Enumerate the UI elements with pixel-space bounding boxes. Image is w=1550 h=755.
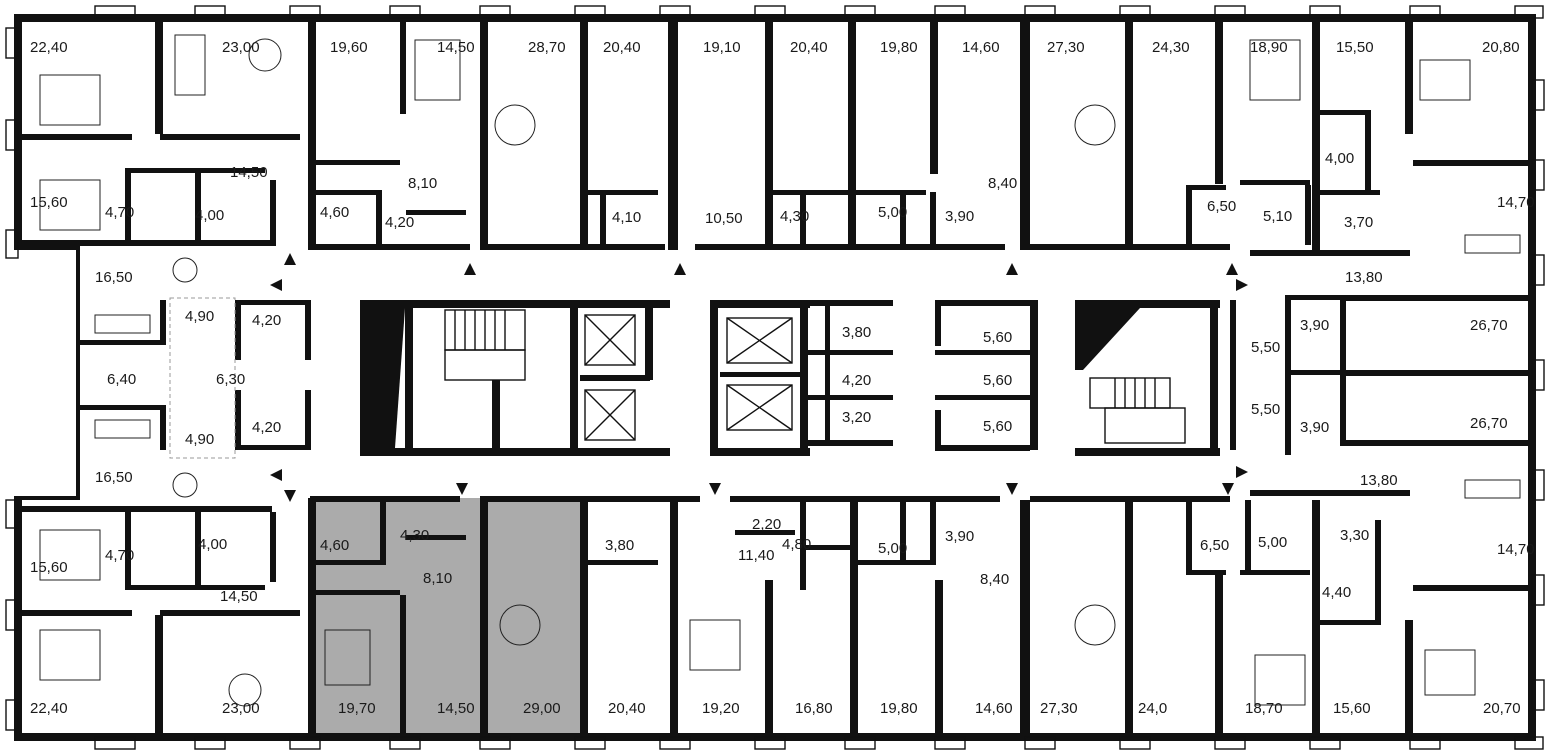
room-area-label: 14,50 — [230, 164, 268, 181]
room-area-label: 14,50 — [437, 39, 475, 56]
room-area-label: 3,90 — [1300, 317, 1329, 334]
room-area-label: 15,60 — [30, 559, 68, 576]
room-area-label: 14,50 — [437, 700, 475, 717]
room-area-label: 3,20 — [842, 409, 871, 426]
room-area-label: 23,00 — [222, 700, 260, 717]
room-area-label: 20,80 — [1482, 39, 1520, 56]
room-area-label: 4,70 — [105, 547, 134, 564]
room-area-label: 4,90 — [185, 308, 214, 325]
entrance-markers — [270, 253, 1248, 502]
room-area-label: 4,30 — [400, 527, 429, 544]
room-area-label: 11,40 — [738, 547, 774, 564]
room-area-label: 5,00 — [878, 540, 907, 557]
room-area-label: 3,80 — [842, 324, 871, 341]
room-area-label: 24,0 — [1138, 700, 1167, 717]
room-area-label: 2,20 — [752, 516, 781, 533]
room-area-label: 4,60 — [320, 537, 349, 554]
room-area-label: 18,70 — [1245, 700, 1283, 717]
room-area-label: 3,70 — [1344, 214, 1373, 231]
room-area-label: 14,60 — [962, 39, 1000, 56]
windows — [5, 5, 1545, 750]
room-area-label: 27,30 — [1047, 39, 1085, 56]
room-area-label: 5,10 — [1263, 208, 1292, 225]
room-area-label: 29,00 — [523, 700, 561, 717]
room-area-label: 20,70 — [1483, 700, 1521, 717]
room-area-label: 4,20 — [252, 419, 281, 436]
room-area-label: 3,30 — [1340, 527, 1369, 544]
room-area-label: 19,80 — [880, 39, 918, 56]
room-area-label: 16,80 — [795, 700, 833, 717]
furniture — [39, 34, 1521, 707]
core-fixtures — [368, 308, 1186, 448]
room-area-label: 6,40 — [107, 371, 136, 388]
room-area-label: 4,90 — [185, 431, 214, 448]
room-area-label: 20,40 — [608, 700, 646, 717]
room-area-label: 23,00 — [222, 39, 260, 56]
room-area-label: 4,20 — [842, 372, 871, 389]
room-area-label: 16,50 — [95, 269, 133, 286]
room-area-label: 3,90 — [1300, 419, 1329, 436]
room-area-label: 4,10 — [612, 209, 641, 226]
room-area-label: 5,50 — [1251, 339, 1280, 356]
room-area-label: 20,40 — [603, 39, 641, 56]
room-area-label: 24,30 — [1152, 39, 1190, 56]
room-area-label: 19,20 — [702, 700, 740, 717]
room-area-label: 4,80 — [782, 536, 811, 553]
room-area-label: 4,70 — [105, 204, 134, 221]
room-area-label: 19,80 — [880, 700, 918, 717]
room-area-label: 19,70 — [338, 700, 376, 717]
room-area-label: 15,50 — [1336, 39, 1374, 56]
room-area-label: 8,10 — [408, 175, 437, 192]
room-area-label: 4,60 — [320, 204, 349, 221]
room-area-label: 5,60 — [983, 329, 1012, 346]
room-area-label: 19,60 — [330, 39, 368, 56]
room-area-label: 3,80 — [605, 537, 634, 554]
room-area-label: 14,70 — [1497, 194, 1535, 211]
room-area-label: 28,70 — [528, 39, 566, 56]
room-area-label: 5,00 — [878, 204, 907, 221]
room-area-label: 10,50 — [705, 210, 743, 227]
room-area-label: 3,90 — [945, 208, 974, 225]
room-area-label: 19,10 — [703, 39, 741, 56]
room-area-label: 22,40 — [30, 39, 68, 56]
room-area-label: 15,60 — [1333, 700, 1371, 717]
room-area-label: 8,40 — [988, 175, 1017, 192]
room-area-label: 6,50 — [1207, 198, 1236, 215]
room-area-label: 27,30 — [1040, 700, 1078, 717]
room-area-label: 6,30 — [216, 371, 245, 388]
room-area-label: 18,90 — [1250, 39, 1288, 56]
room-area-label: 8,10 — [423, 570, 452, 587]
room-area-label: 14,60 — [975, 700, 1013, 717]
room-area-label: 20,40 — [790, 39, 828, 56]
room-area-label: 6,50 — [1200, 537, 1229, 554]
room-area-label: 5,60 — [983, 372, 1012, 389]
room-area-labels: 22,40 23,00 19,60 14,50 28,70 20,40 19,10 20,40… — [30, 39, 1535, 717]
room-area-label: 13,80 — [1345, 269, 1383, 286]
room-area-label: 5,50 — [1251, 401, 1280, 418]
room-area-label: 4,20 — [252, 312, 281, 329]
room-area-label: 26,70 — [1470, 415, 1508, 432]
room-area-label: 4,00 — [195, 207, 224, 224]
room-area-label: 3,90 — [945, 528, 974, 545]
room-area-label: 14,50 — [220, 588, 258, 605]
room-area-label: 16,50 — [95, 469, 133, 486]
room-area-label: 4,00 — [198, 536, 227, 553]
room-area-label: 5,60 — [983, 418, 1012, 435]
room-area-label: 22,40 — [30, 700, 68, 717]
room-area-label: 4,40 — [1322, 584, 1351, 601]
room-area-label: 14,70 — [1497, 541, 1535, 558]
room-area-label: 4,30 — [780, 208, 809, 225]
room-area-label: 4,20 — [385, 214, 414, 231]
room-area-label: 4,00 — [1325, 150, 1354, 167]
room-area-label: 5,00 — [1258, 534, 1287, 551]
room-area-label: 8,40 — [980, 571, 1009, 588]
room-area-label: 15,60 — [30, 194, 68, 211]
room-area-label: 13,80 — [1360, 472, 1398, 489]
room-area-label: 26,70 — [1470, 317, 1508, 334]
